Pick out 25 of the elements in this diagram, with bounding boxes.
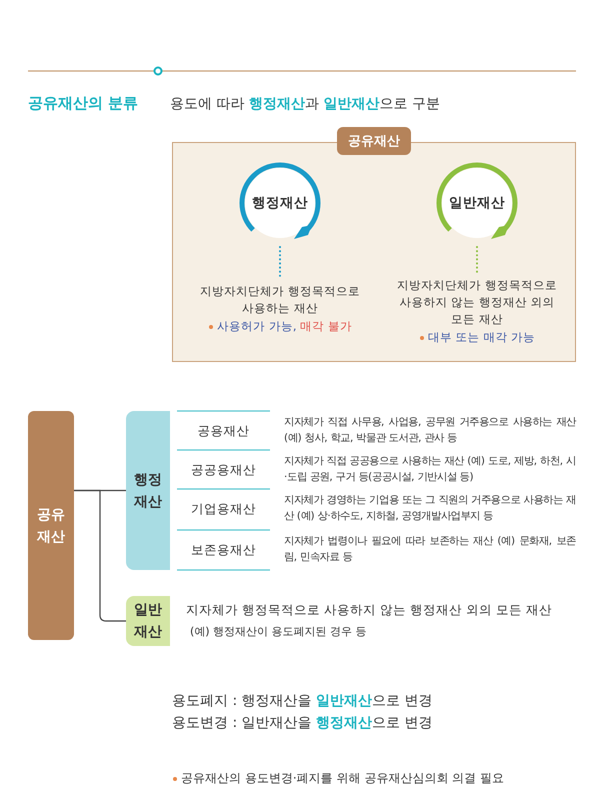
row-description: 지자체가 법령이나 필요에 따라 보존하는 재산 (예) 문화재, 보존림, 민속자료 등 (284, 534, 576, 565)
tree-connector (74, 490, 126, 622)
note-text: 용도에 따라 행정재산과 일반재산으로 구분 (170, 95, 440, 113)
category-box: 행정재산 (126, 411, 170, 570)
note-text: 용도폐지 : 행정재산을 일반재산으로 변경 (172, 692, 433, 710)
description-text: 지방자치단체가 행정목적으로 사용하는 재산 (200, 283, 360, 317)
heading-tab: 공유재산 (337, 127, 411, 155)
footnote: 공유재산의 용도변경·폐지를 위해 공유재산심의회 의결 필요 (172, 770, 504, 787)
note-text: (예) 행정재산이 용도폐지된 경우 등 (190, 624, 367, 639)
bullet-text: 대부 또는 매각 가능 (390, 329, 564, 346)
row-description: 지자체가 경영하는 기업용 또는 그 직원의 거주용으로 사용하는 재산 (예) 상·하수도, 지하철, 공영개발사업부지 등 (284, 493, 576, 524)
row-description: 지자체가 직접 공공용으로 사용하는 재산 (예) 도로, 제방, 하천, 시·도립 공원, 구거 등(공공시설, 기반시설 등) (284, 454, 576, 485)
note-text: 용도변경 : 일반재산을 행정재산으로 변경 (172, 714, 433, 732)
row-heading: 기업용재산 (190, 500, 257, 518)
dotted-connector (476, 246, 478, 274)
description-text: 지방자치단체가 행정목적으로 사용하지 않는 행정재산 외의 모든 재산 (396, 277, 558, 328)
bullet-text: 사용허가 가능, 매각 불가 (200, 318, 360, 335)
row-heading: 공용재산 (196, 422, 250, 440)
row-description: 지자체가 직접 사무용, 사업용, 공무원 거주용으로 사용하는 재산 (예) 청사, 학교, 박물관 도서관, 관사 등 (284, 415, 576, 446)
row-heading: 공공용재산 (190, 461, 257, 479)
row-heading: 보존용재산 (190, 541, 257, 559)
section-title: 공유재산의 분류 (28, 94, 138, 113)
note-text: 지자체가 행정목적으로 사용하지 않는 행정재산 외의 모든 재산 (186, 602, 552, 619)
category-box: 공유재산 (28, 411, 74, 640)
category-box: 일반재산 (126, 596, 170, 646)
